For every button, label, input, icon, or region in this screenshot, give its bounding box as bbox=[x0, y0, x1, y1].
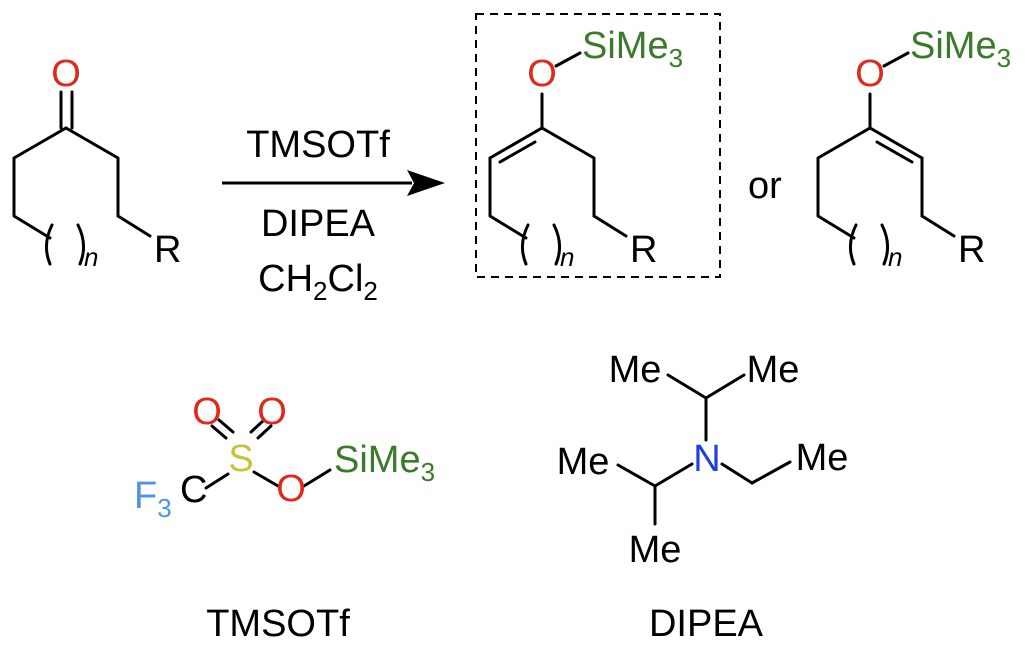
dipea-me-bottom-label: Me bbox=[629, 529, 682, 571]
product-alt-silyl-label: SiMe3 bbox=[910, 25, 1011, 73]
dipea-me-ethyl-label: Me bbox=[796, 437, 849, 479]
dipea-name-label: DIPEA bbox=[649, 603, 764, 645]
product-main: O SiMe3 n R bbox=[475, 13, 721, 278]
tmsotf-name-label: TMSOTf bbox=[206, 603, 350, 645]
reactant-n-subscript: n bbox=[84, 242, 98, 272]
tmsotf-f3-label: F3 bbox=[134, 475, 172, 523]
product-alt: O SiMe3 n R bbox=[816, 25, 1011, 272]
product-main-r-label: R bbox=[630, 229, 657, 271]
dipea-me-left-label: Me bbox=[557, 441, 610, 483]
reactant-ketone: O n R bbox=[12, 53, 181, 272]
product-alt-r-label: R bbox=[958, 229, 985, 271]
arrow-head-icon bbox=[407, 170, 445, 196]
tmsotf-silyl-label: SiMe3 bbox=[334, 439, 435, 487]
tmsotf-oxo-right-label: O bbox=[257, 391, 287, 433]
product-alt-n-subscript: n bbox=[888, 242, 902, 272]
solvent-label: CH2Cl2 bbox=[258, 258, 378, 306]
reaction-arrow-group: TMSOTf DIPEA CH2Cl2 bbox=[222, 124, 445, 306]
reactant-oxygen-label: O bbox=[51, 53, 81, 95]
dipea-structure: N Me Me Me Me Me DIPEA bbox=[557, 349, 849, 645]
dipea-nitrogen-label: N bbox=[693, 438, 720, 480]
product-alt-oxygen-label: O bbox=[855, 53, 885, 95]
tmsotf-carbon-label: C bbox=[180, 469, 207, 511]
reagent-tmsotf-label: TMSOTf bbox=[246, 124, 390, 166]
tmsotf-structure: F3 C S O O O SiMe3 TMSOTf bbox=[134, 391, 435, 645]
reactant-r-label: R bbox=[154, 229, 181, 271]
product-main-silyl-label: SiMe3 bbox=[582, 25, 683, 73]
tmsotf-bridge-oxygen-label: O bbox=[276, 468, 306, 510]
dipea-me-top-left-label: Me bbox=[609, 349, 662, 391]
reagent-dipea-label: DIPEA bbox=[261, 203, 376, 245]
product-main-oxygen-label: O bbox=[527, 53, 557, 95]
dipea-me-top-right-label: Me bbox=[747, 349, 800, 391]
tmsotf-sulfur-label: S bbox=[228, 438, 253, 480]
or-label: or bbox=[748, 165, 782, 207]
highlight-box bbox=[475, 13, 721, 278]
tmsotf-oxo-left-label: O bbox=[192, 391, 222, 433]
product-main-n-subscript: n bbox=[560, 242, 574, 272]
